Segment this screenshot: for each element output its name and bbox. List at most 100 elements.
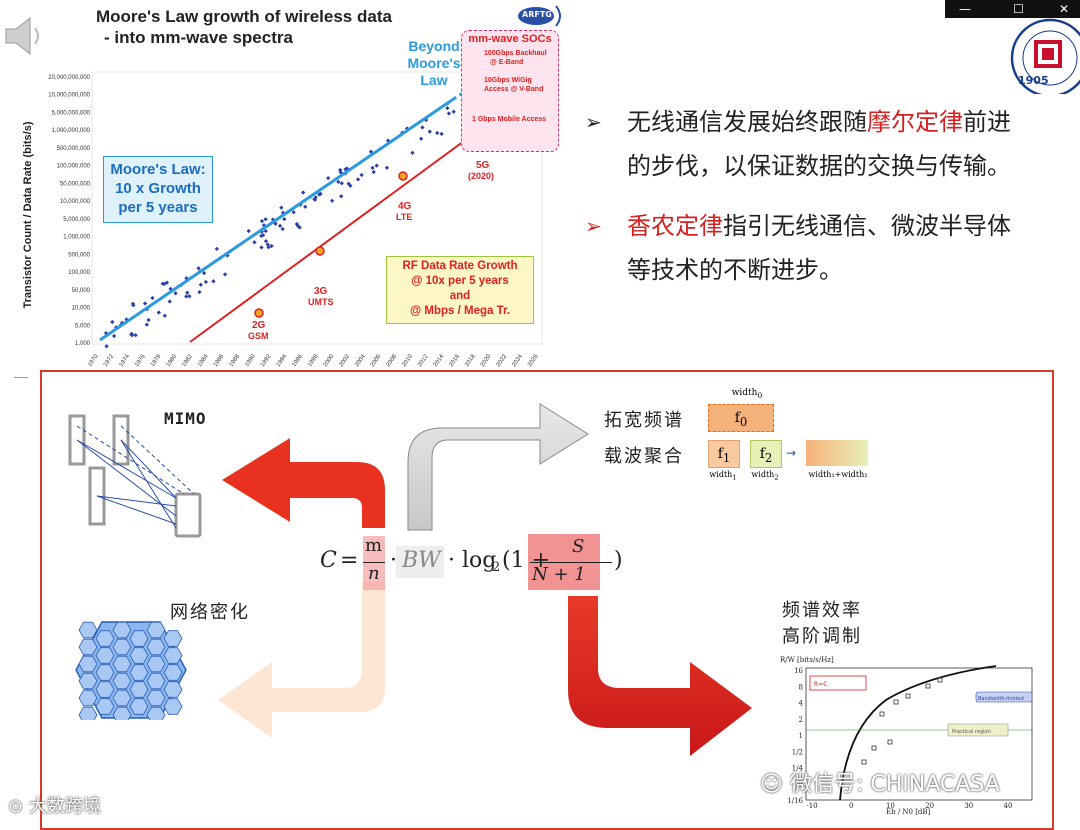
hex-cell xyxy=(129,630,149,647)
chart-y-tick: 5,000,000 xyxy=(63,217,90,223)
bullet-moore: ➢ 无线通信发展始终跟随摩尔定律前进的步伐，以保证数据的交换与传输。 xyxy=(585,100,1025,188)
chart-processor-dot xyxy=(263,228,268,234)
chart-y-tick: 50,000,000 xyxy=(60,181,91,187)
minimize-button[interactable]: — xyxy=(959,2,971,16)
maximize-button[interactable]: ☐ xyxy=(1013,2,1024,16)
chart-processor-dot xyxy=(259,219,265,224)
modulation-points xyxy=(861,677,943,765)
chart-processor-dot xyxy=(359,172,364,178)
hex-cell xyxy=(78,706,98,720)
f0-sub: 0 xyxy=(739,414,748,429)
chart-processor-dot xyxy=(156,310,161,315)
chart-y-tick: 100,000,000 xyxy=(57,164,91,170)
mini-chart-rc-label: R=C xyxy=(814,681,827,688)
chart-processor-dot xyxy=(269,243,274,249)
close-button[interactable]: ✕ xyxy=(1059,2,1070,16)
chart-y-tick: 500,000 xyxy=(68,252,90,258)
hex-cell xyxy=(146,638,166,656)
aggregation-arrow-icon: → xyxy=(786,446,797,460)
hex-cell xyxy=(112,689,132,707)
width1-sub: 1 xyxy=(732,473,737,482)
width0-text: width xyxy=(731,388,758,398)
bullet-arrow-icon: ➢ xyxy=(585,214,602,238)
hex-cell xyxy=(146,655,166,673)
f1-box: f1 xyxy=(708,440,740,468)
formula-n1: N + 1 xyxy=(532,564,586,585)
mmwave-item-3: 10Gbps WiGig xyxy=(484,77,532,84)
chart-y-tick: 1,000,000,000 xyxy=(52,128,91,134)
chart-processor-dot xyxy=(203,279,209,285)
hex-cell xyxy=(95,647,115,664)
formula-mn-fraction-bar xyxy=(363,562,385,563)
network-densification-label: 网络密化 xyxy=(170,602,250,623)
chart-processor-dot xyxy=(259,245,264,250)
chart-x-tick: 1996 xyxy=(291,353,304,368)
chart-title: Moore's Law growth of wireless data - in… xyxy=(96,6,392,48)
watermark-logo-text: 大数跨境 xyxy=(28,796,101,817)
wechat-icon: ☺ xyxy=(760,772,783,797)
formula-c: C xyxy=(320,548,337,573)
chart-processor-dot xyxy=(150,295,155,301)
chart-processor-dot xyxy=(312,197,318,202)
widen-spectrum-label: 拓宽频谱 xyxy=(604,410,684,431)
rf-data-rate-line xyxy=(189,121,491,343)
hex-cell xyxy=(78,655,98,673)
chart-processor-dot xyxy=(297,225,302,230)
mmwave-title: mm-wave SOCs xyxy=(468,33,552,45)
hex-cell xyxy=(112,706,132,720)
chart-x-tick: 1998 xyxy=(307,353,320,368)
gen-sub-4g: LTE xyxy=(396,212,412,222)
f1-text: f xyxy=(717,446,723,462)
chart-processor-dot xyxy=(142,301,148,306)
formula-open: (1 + xyxy=(502,548,551,573)
chart-x-tick: 1980 xyxy=(166,353,179,368)
gen-label-2g: 2G xyxy=(252,320,266,331)
hex-cell xyxy=(78,621,98,639)
chart-x-tick: 2004 xyxy=(354,353,367,368)
chart-x-tick: 1982 xyxy=(181,353,194,368)
hex-cell xyxy=(129,664,149,681)
hex-cell xyxy=(163,698,183,715)
width2-text: width xyxy=(751,470,775,479)
mmwave-item-4: Access @ V-Band xyxy=(484,86,544,93)
bandwidth-limited-label: Bandwidth-limited xyxy=(978,696,1024,702)
bullet2-highlight: 香农定律 xyxy=(627,212,723,240)
bullet2-post: 指引无线通信、微波半导体等技术的不断进步。 xyxy=(627,212,1011,284)
chart-x-tick: 1978 xyxy=(150,353,163,368)
chart-x-tick: 2012 xyxy=(417,353,430,368)
chart-y-tick: 100,000 xyxy=(68,270,90,276)
chart-processor-dot xyxy=(330,198,335,203)
hex-cell xyxy=(112,638,132,656)
shannon-formula: C = m n · BW · log 2 (1 + S N + 1 ) xyxy=(320,534,640,594)
chart-processor-dot xyxy=(185,290,190,295)
hex-cell xyxy=(95,630,115,647)
hex-cell xyxy=(78,672,98,690)
chart-processor-dot xyxy=(291,210,296,215)
bandwidth-limited-box xyxy=(975,691,1033,703)
formula-mn-highlight xyxy=(363,536,385,590)
chart-title-line2: - into mm-wave spectra xyxy=(104,28,293,47)
bullet-arrow-icon: ➢ xyxy=(585,110,602,134)
chart-processor-dot xyxy=(370,165,375,171)
gen-label-4g: 4G xyxy=(398,201,412,212)
formula-m: m xyxy=(365,535,383,556)
mmwave-soc-box: mm-wave SOCs 100Gbps Backhaul @ E-Band 1… xyxy=(461,30,559,152)
speaker-icon[interactable] xyxy=(2,14,48,58)
chart-processor-dot xyxy=(371,169,376,175)
mini-chart-x-tick: 0 xyxy=(849,802,853,810)
chart-x-tick: 1976 xyxy=(134,353,147,368)
f2-text: f xyxy=(759,446,765,462)
bullet1-post: 前进的步伐，以保证数据的交换与传输。 xyxy=(627,108,1011,180)
mini-chart-x-tick: -10 xyxy=(806,802,817,810)
width2-label: width2 xyxy=(744,470,786,482)
chart-processor-dot xyxy=(339,194,344,199)
diagram-arrows xyxy=(218,403,752,756)
moores-law-box-line2: 10 x Growth xyxy=(115,180,201,197)
divider-dash xyxy=(14,377,28,378)
chart-processor-dot xyxy=(187,294,192,299)
mini-chart-y-tick: 1 xyxy=(799,732,803,740)
chart-processor-dot xyxy=(246,228,251,234)
hex-cell xyxy=(146,621,166,639)
